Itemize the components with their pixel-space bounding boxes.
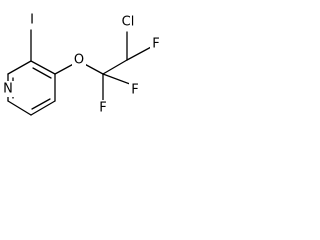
- atom-o-label: O: [74, 53, 84, 68]
- structure-diagram: N I O Cl F F F: [2, 11, 162, 116]
- bond-c4-c5-inner: [31, 98, 51, 110]
- bond-cf2-f-right: [102, 73, 131, 85]
- bond-c4-c5: [30, 100, 56, 116]
- bond-cf2-chclf: [102, 59, 128, 75]
- bond-chclf-f: [126, 45, 154, 61]
- atom-f-top-label: F: [152, 37, 159, 52]
- bond-c2-c3-inner: [32, 67, 52, 79]
- bond-n-c2: [7, 60, 32, 75]
- atom-f-bottom-label: F: [99, 101, 106, 116]
- atom-f-right-label: F: [131, 83, 138, 98]
- atom-cl-label: Cl: [122, 15, 135, 30]
- bond-c5-c6: [7, 100, 32, 116]
- bond-c2-c3: [30, 60, 56, 75]
- atom-i-label: I: [30, 13, 34, 28]
- atom-n-label: N: [3, 82, 13, 97]
